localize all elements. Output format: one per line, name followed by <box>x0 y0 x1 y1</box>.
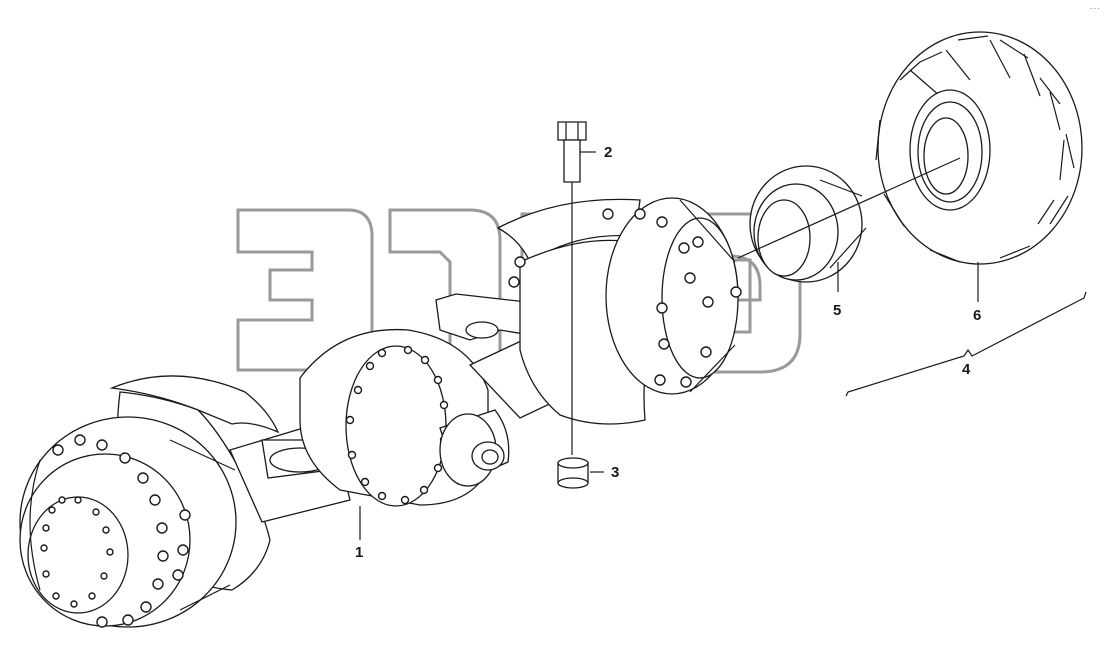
nut-part <box>557 457 589 489</box>
right-hub-bolts <box>508 208 742 388</box>
corner-mark: - - - <box>1090 6 1099 12</box>
tire-part <box>737 31 1083 265</box>
left-hub-bolts <box>40 434 191 628</box>
callout-6: 6 <box>973 307 981 324</box>
callout-4: 4 <box>962 361 971 378</box>
callout-2: 2 <box>604 144 612 161</box>
rim-part <box>749 165 867 283</box>
bolt-part <box>557 121 587 455</box>
leader-lines <box>359 151 1087 540</box>
axle-assembly <box>19 197 742 628</box>
callout-1: 1 <box>355 544 363 561</box>
callout-3: 3 <box>611 464 619 481</box>
callout-5: 5 <box>833 302 841 319</box>
